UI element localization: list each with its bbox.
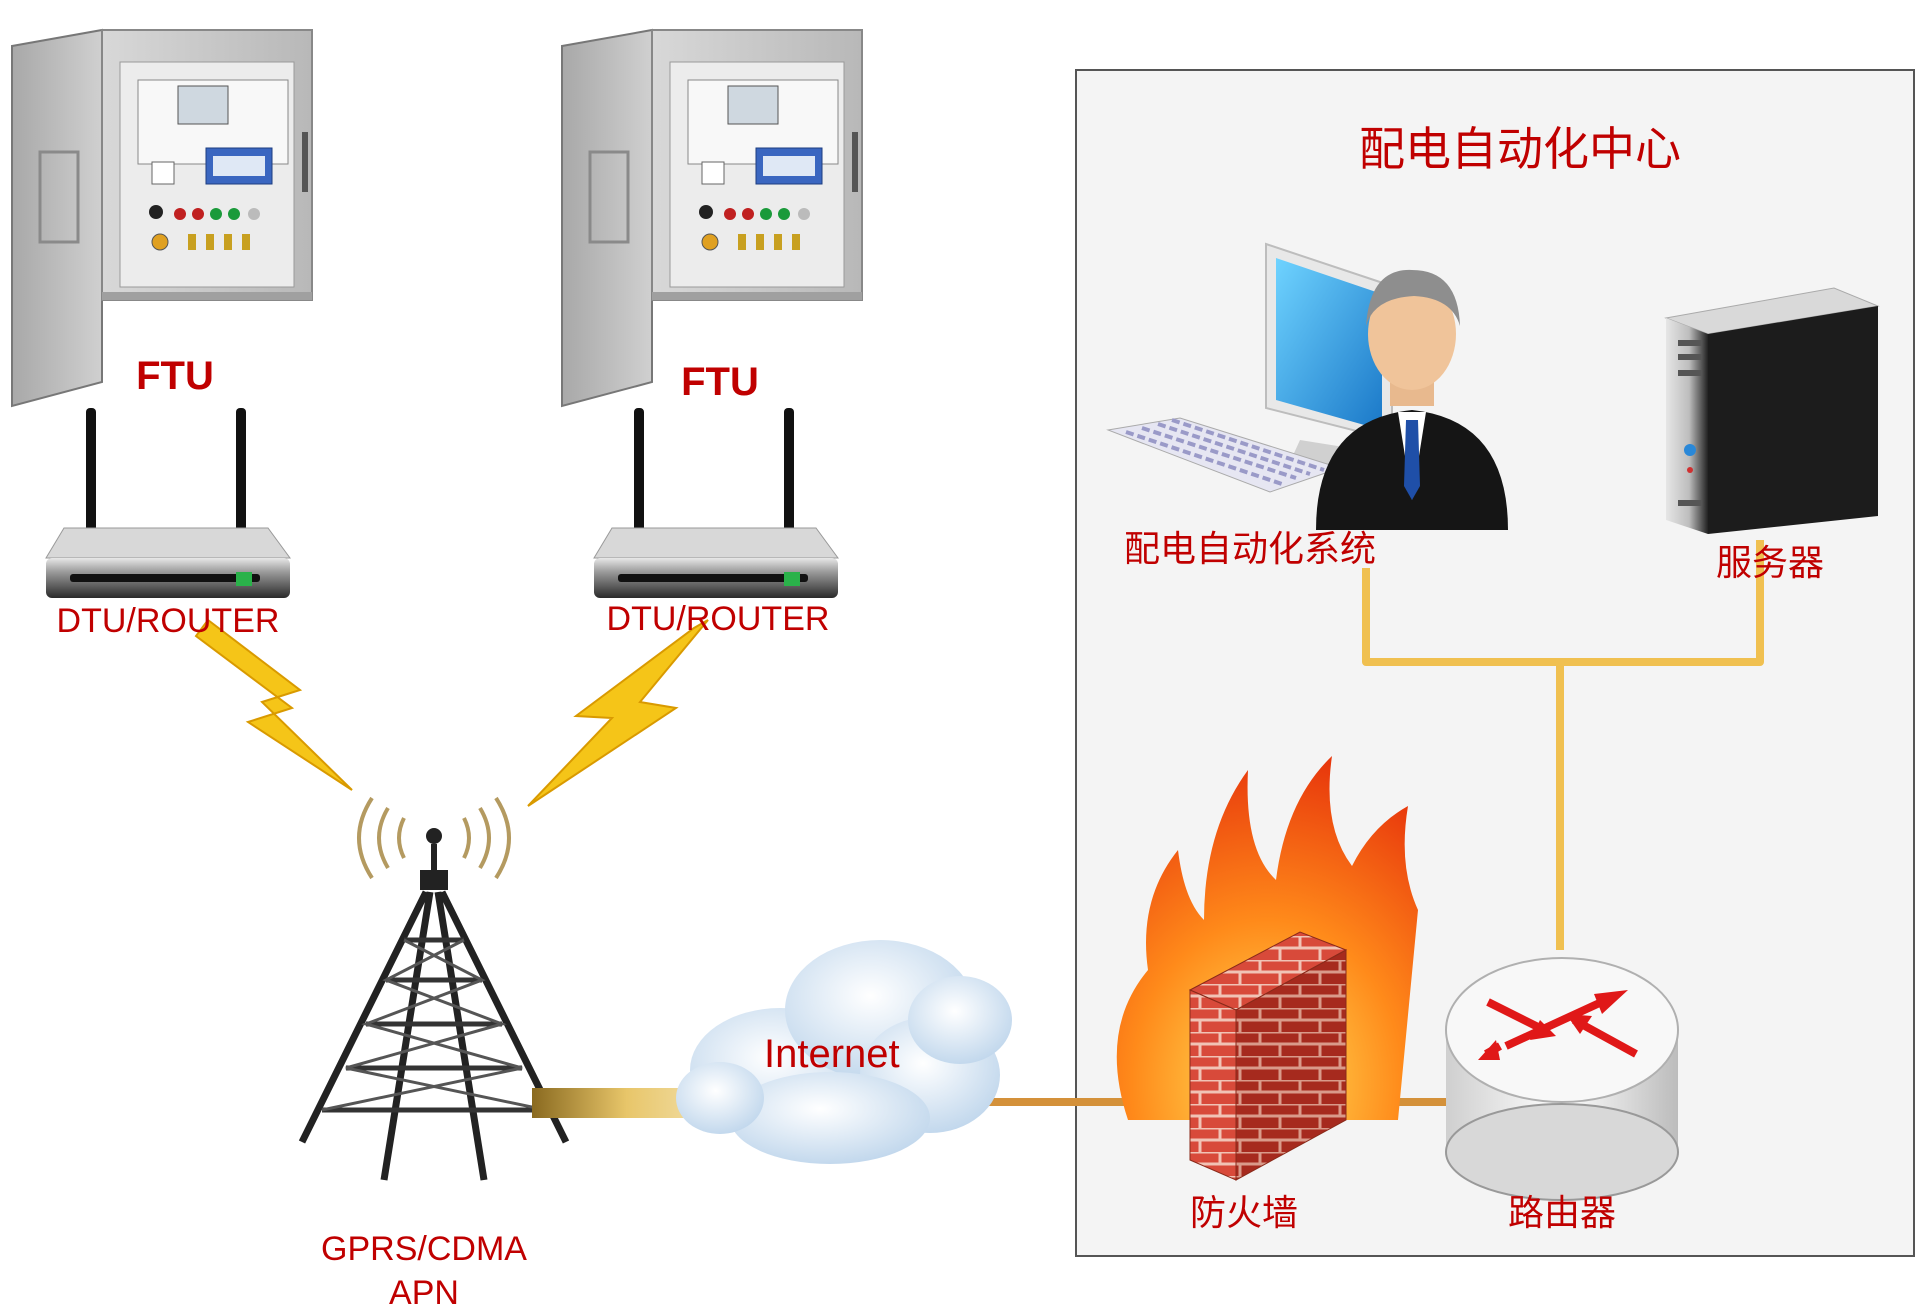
internet-firewall-link [960,1098,1160,1106]
router-label: 路由器 [1507,1193,1617,1234]
dtu-router-label-left: DTU/ROUTER [56,602,280,640]
workstation-label: 配电自动化系统 [1124,529,1377,570]
firewall-icon [1116,756,1418,1181]
ftu-label-left: FTU [136,354,214,398]
ftu-label-right: FTU [681,360,759,404]
tower-label-line2: APN [389,1274,459,1312]
center-title: 配电自动化中心 [1359,122,1681,176]
computer-user-icon [1106,242,1508,530]
cloud-icon [676,940,1012,1164]
firewall-label: 防火墙 [1189,1193,1299,1234]
ftu-cabinet-icon [11,28,313,408]
wireless-router-icon [45,408,291,598]
lightning-icon [527,619,709,807]
ftu-cabinet-icon [561,28,863,408]
server-tower-icon [1664,287,1880,534]
server-label: 服务器 [1715,543,1825,584]
cell-tower-icon [298,796,570,1181]
lightning-icon [194,618,353,791]
internet-label: Internet [764,1032,900,1076]
center-bus-wire [1362,540,1764,950]
wireless-router-icon [593,408,839,598]
dtu-router-label-right: DTU/ROUTER [606,600,830,638]
router-icon [1445,957,1679,1201]
tower-label-line1: GPRS/CDMA [321,1230,527,1268]
